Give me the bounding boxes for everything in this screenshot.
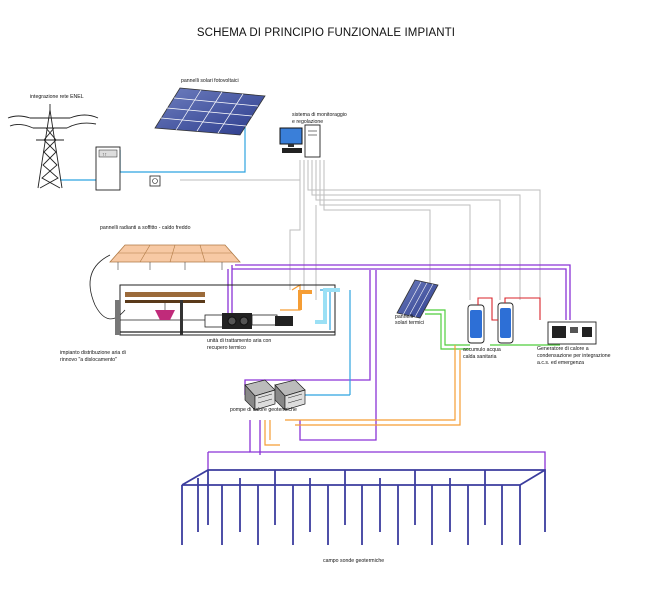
label-distribution-2: rinnovo "a dislocamento"	[60, 357, 118, 363]
label-pv: pannelli solari fotovoltaici	[181, 78, 239, 84]
label-tank-1: accumulo acqua	[463, 347, 501, 353]
air-handling-unit	[204, 288, 340, 329]
label-grid: integrazione rete ENEL	[30, 94, 84, 100]
label-tank-2: calda sanitaria	[463, 354, 497, 360]
label-thermal-1: pannelli	[395, 314, 413, 320]
hot-water-tanks	[467, 297, 541, 344]
meter-cabinet: ↑↑	[95, 146, 121, 191]
label-distribution-1: impianto distribuzione aria di	[60, 350, 126, 356]
label-generator-1: Generatore di calore a	[537, 346, 589, 352]
purple-circuit	[207, 264, 571, 480]
label-ahu-2: recupero termico	[207, 345, 246, 351]
label-probe-field: campo sonde geotermiche	[323, 558, 385, 564]
orange-circuit	[264, 283, 461, 446]
label-heat-pumps: pompe di calore geotermiche	[230, 407, 297, 413]
label-monitor-1: sistema di monitoraggio	[292, 112, 347, 118]
probe-field	[181, 469, 546, 545]
pv-panels	[154, 87, 266, 136]
control-lines	[180, 160, 541, 305]
label-ahu-1: unità di trattamento aria con	[207, 338, 272, 344]
computer-icon	[279, 124, 321, 158]
diagram-title: SCHEMA DI PRINCIPIO FUNZIONALE IMPIANTI	[196, 27, 456, 39]
radiant-panels	[89, 244, 241, 320]
electric-pylon	[7, 104, 99, 189]
inverter	[149, 175, 161, 187]
label-monitor-2: e regolazione	[292, 119, 324, 125]
label-generator-3: a.c.s. ed emergenza	[537, 360, 585, 366]
label-generator-2: condensazione per integrazione	[537, 353, 611, 359]
building-section	[115, 284, 336, 336]
svg-text:↑↑: ↑↑	[102, 152, 107, 158]
condensing-boiler	[547, 321, 597, 345]
heat-pumps	[244, 379, 306, 411]
solar-thermal-panel	[396, 279, 439, 319]
label-thermal-2: solari termici	[395, 320, 425, 326]
label-radiant: pannelli radianti a soffitto - caldo fre…	[100, 225, 191, 231]
